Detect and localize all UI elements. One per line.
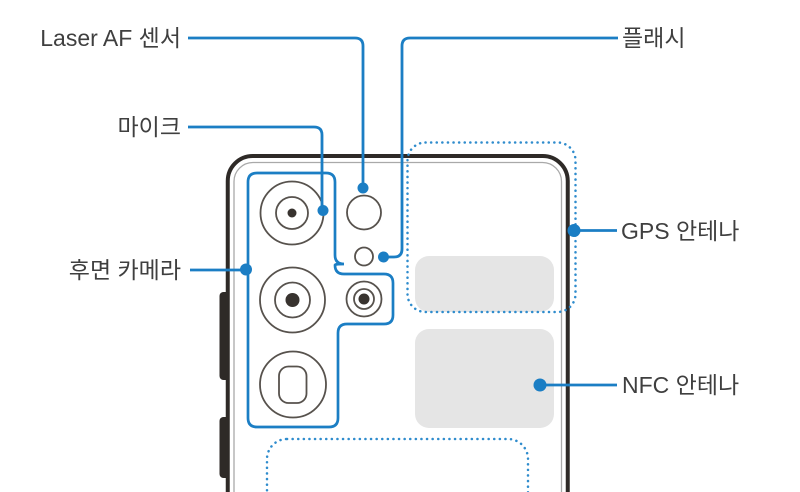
telephoto-lens — [345, 280, 383, 318]
gps-antenna-region — [406, 141, 577, 314]
microphone-dot — [317, 205, 329, 216]
bottom-antenna-region — [265, 437, 530, 492]
flash-dot — [378, 251, 389, 263]
nfc-antenna-pad — [415, 329, 554, 428]
label-gps-antenna: GPS 안테나 — [621, 218, 740, 244]
nfc-dot — [533, 378, 547, 392]
gps-antenna-pad — [415, 256, 554, 312]
laser-af-sensor — [346, 194, 382, 231]
periscope-lens — [259, 350, 327, 419]
flash-led — [354, 246, 374, 267]
label-laser-af: Laser AF 센서 — [40, 25, 181, 51]
phone-body-inner-line — [233, 161, 563, 492]
laser-af-dot — [357, 182, 369, 194]
callout-leaders — [188, 36, 618, 392]
label-microphone: 마이크 — [117, 114, 181, 140]
label-flash: 플래시 — [622, 25, 686, 51]
label-nfc-antenna: NFC 안테나 — [622, 372, 740, 398]
gps-dot — [567, 224, 581, 237]
laser-af-leader — [188, 36, 365, 184]
microphone-leader — [188, 125, 324, 206]
rear-camera-dot — [240, 263, 252, 276]
flash-leader — [387, 36, 618, 259]
rear-camera-outline — [246, 171, 395, 429]
camera-lens-middle — [259, 266, 326, 334]
label-rear-camera: 후면 카메라 — [68, 257, 181, 283]
